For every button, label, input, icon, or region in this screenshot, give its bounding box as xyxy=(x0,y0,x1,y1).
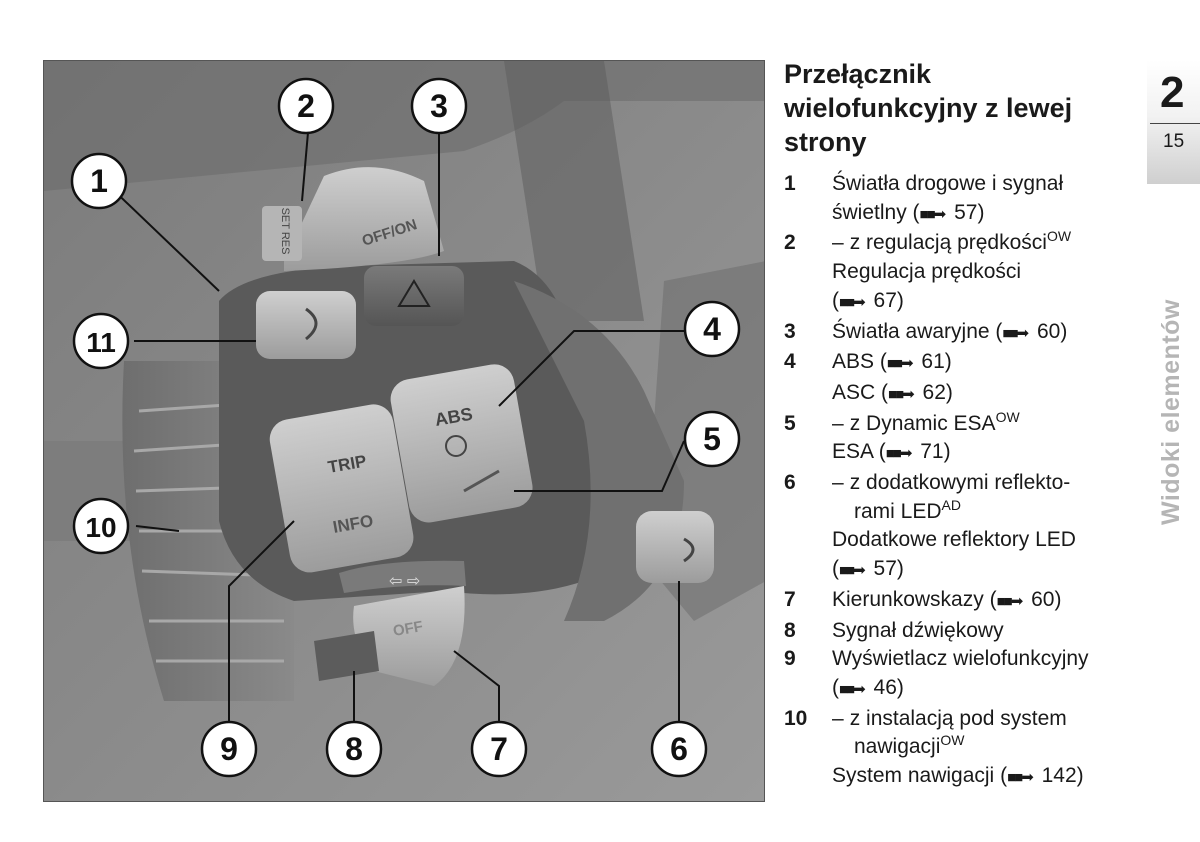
page-reference[interactable]: (■■➡ 71) xyxy=(879,440,951,463)
callout-number-6: 6 xyxy=(670,731,688,767)
reference-arrow-icon: ■■➡ xyxy=(839,681,864,698)
legend-number: 2 xyxy=(784,229,832,317)
reference-arrow-icon: ■■➡ xyxy=(997,593,1022,610)
legend-text: Wyświetlacz wielofunkcyjny(■■➡ 46) xyxy=(832,645,1129,704)
page-reference[interactable]: (■■➡ 60) xyxy=(995,320,1067,343)
callout-number-2: 2 xyxy=(297,88,315,124)
switch-drawing: SET RES OFF/ON TRIP INFO ABS ⇦ ⇨ OFF xyxy=(44,61,765,802)
reference-arrow-icon: ■■➡ xyxy=(886,445,911,462)
legend-number: 9 xyxy=(784,645,832,704)
legend-number: 3 xyxy=(784,318,832,349)
page-reference[interactable]: (■■➡ 46) xyxy=(832,676,904,699)
callout-number-1: 1 xyxy=(90,163,108,199)
legend-number: 1 xyxy=(784,170,832,229)
legend-number: 4 xyxy=(784,348,832,409)
legend-number: 10 xyxy=(784,705,832,793)
turn-arrows-label: ⇦ ⇨ xyxy=(389,573,420,590)
legend-number: 5 xyxy=(784,410,832,469)
reference-arrow-icon: ■■➡ xyxy=(839,562,864,579)
callout-number-5: 5 xyxy=(703,421,721,457)
page-reference[interactable]: (■■➡ 60) xyxy=(990,588,1062,611)
legend-text: ABS (■■➡ 61)ASC (■■➡ 62) xyxy=(832,348,1129,409)
heading-line: Przełącznik xyxy=(784,57,1124,91)
page-reference[interactable]: (■■➡ 57) xyxy=(913,201,985,224)
page-reference[interactable]: (■■➡ 142) xyxy=(1000,764,1084,787)
page-reference[interactable]: (■■➡ 61) xyxy=(880,350,952,373)
page-reference[interactable]: (■■➡ 57) xyxy=(832,557,904,580)
legend-text: Światła awaryjne (■■➡ 60) xyxy=(832,318,1129,349)
legend-number: 6 xyxy=(784,469,832,586)
legend-number: 8 xyxy=(784,617,832,646)
set-res-label: SET RES xyxy=(279,208,291,255)
callout-number-3: 3 xyxy=(430,88,448,124)
page-reference[interactable]: (■■➡ 62) xyxy=(881,381,953,404)
callout-number-7: 7 xyxy=(490,731,508,767)
page-heading: Przełącznik wielofunkcyjny z lewej stron… xyxy=(784,57,1124,159)
legend-text: Kierunkowskazy (■■➡ 60) xyxy=(832,586,1129,617)
tab-divider xyxy=(1150,123,1200,124)
legend-number: 7 xyxy=(784,586,832,617)
reference-arrow-icon: ■■➡ xyxy=(920,206,945,223)
page-number: 15 xyxy=(1163,131,1184,153)
heading-line: wielofunkcyjny z lewej xyxy=(784,91,1124,125)
reference-arrow-icon: ■■➡ xyxy=(1002,325,1027,342)
page-reference[interactable]: (■■➡ 67) xyxy=(832,289,904,312)
section-title: Widoki elementów xyxy=(1157,299,1186,525)
chapter-number: 2 xyxy=(1160,68,1184,118)
callout-number-11: 11 xyxy=(86,327,116,358)
switch-illustration: SET RES OFF/ON TRIP INFO ABS ⇦ ⇨ OFF xyxy=(43,60,765,802)
callout-number-8: 8 xyxy=(345,731,363,767)
reference-arrow-icon: ■■➡ xyxy=(839,294,864,311)
callout-number-9: 9 xyxy=(220,731,238,767)
heading-line: strony xyxy=(784,125,1124,159)
reference-arrow-icon: ■■➡ xyxy=(888,386,913,403)
legend-text: Sygnał dźwiękowy xyxy=(832,617,1129,646)
reference-arrow-icon: ■■➡ xyxy=(887,355,912,372)
callout-number-4: 4 xyxy=(703,311,721,347)
callout-number-10: 10 xyxy=(85,512,116,543)
reference-arrow-icon: ■■➡ xyxy=(1007,769,1032,786)
